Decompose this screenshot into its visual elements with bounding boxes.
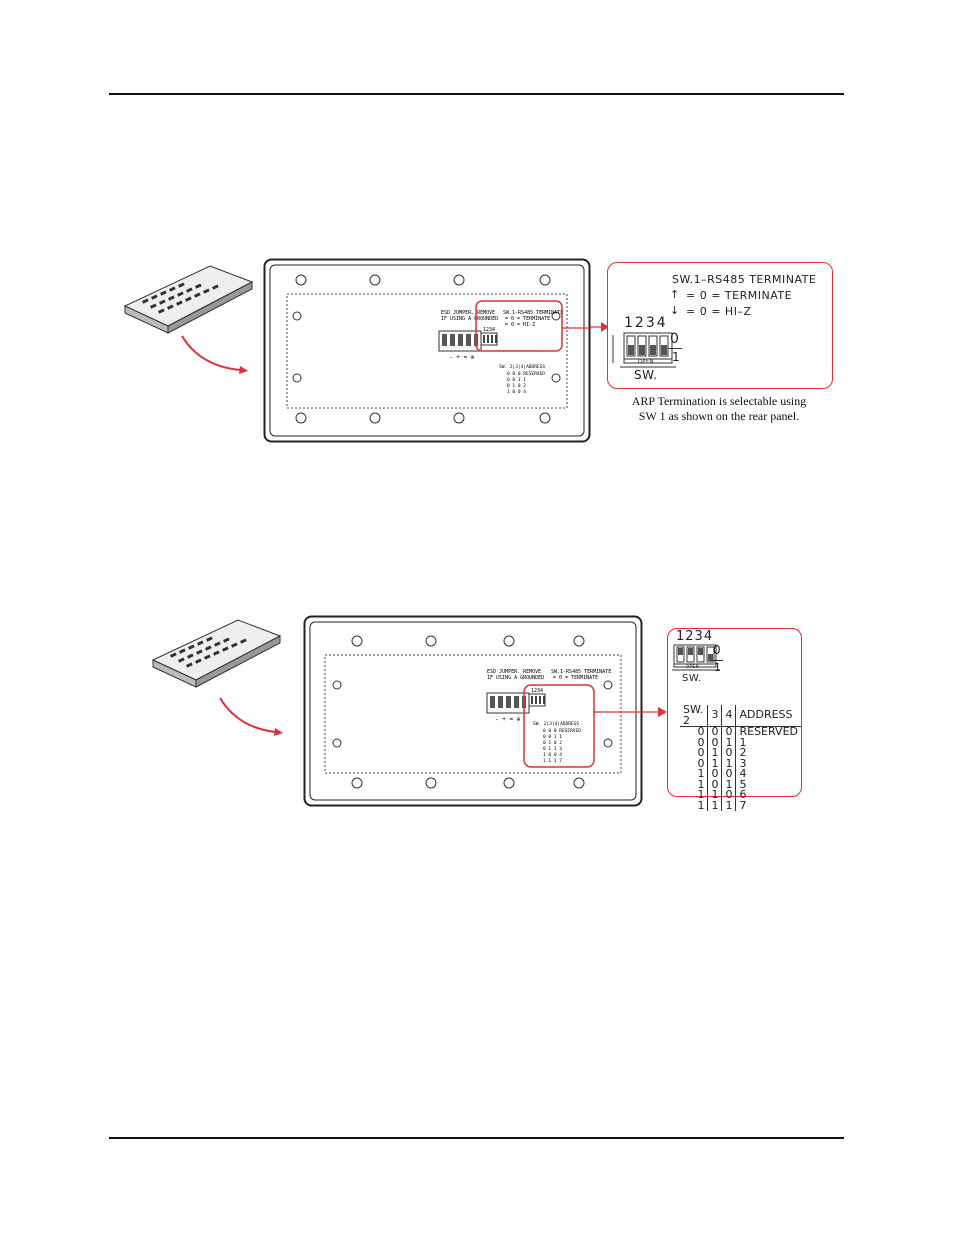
svg-text:= 0 = TERMINATE: = 0 = TERMINATE bbox=[553, 675, 598, 681]
state-0-label: 0 bbox=[713, 643, 722, 657]
rear-panel-1: ESD JUMPER. REMOVE IF USING A GROUNDED S… bbox=[263, 258, 591, 443]
svg-text:SW. 2|3|4|ADDRESS: SW. 2|3|4|ADDRESS bbox=[499, 364, 545, 370]
svg-text:0 0 0 RESERVED: 0 0 0 RESERVED bbox=[507, 371, 545, 377]
table-row: 1 0 1 5 bbox=[680, 779, 801, 790]
svg-text:ESD JUMPER. REMOVE: ESD JUMPER. REMOVE bbox=[487, 669, 541, 675]
header-sw3: 3 bbox=[707, 705, 723, 727]
svg-text:IF USING A GROUNDED: IF USING A GROUNDED bbox=[441, 316, 498, 322]
open-label: OPEN bbox=[638, 359, 654, 365]
svg-text:0 1 0 2: 0 1 0 2 bbox=[543, 740, 562, 746]
switch-label: SW. bbox=[682, 673, 702, 684]
keypad-illustration-1 bbox=[123, 265, 254, 374]
header-rule bbox=[109, 93, 844, 95]
svg-text:0 1 0 2: 0 1 0 2 bbox=[507, 383, 526, 389]
svg-text:1234: 1234 bbox=[531, 688, 543, 694]
open-label: OPEN bbox=[686, 664, 700, 669]
table-row: 1 1 0 6 bbox=[680, 789, 801, 801]
table-row: 0 1 1 3 bbox=[680, 758, 801, 769]
table-row: 0 0 1 1 bbox=[680, 737, 801, 748]
state-1-label: 1 bbox=[672, 350, 681, 364]
switch-numbers: 1234 bbox=[676, 629, 714, 644]
svg-text:SW. 2|3|4|ADDRESS: SW. 2|3|4|ADDRESS bbox=[533, 721, 579, 727]
caption-line-2: SW 1 as shown on the rear panel. bbox=[638, 409, 800, 423]
state-divider bbox=[668, 348, 682, 349]
table-row: 1 0 0 4 bbox=[680, 768, 801, 780]
caption-line-1: ARP Termination is selectable using bbox=[631, 394, 807, 408]
svg-text:0 0 0 RESERVED: 0 0 0 RESERVED bbox=[543, 728, 581, 734]
svg-text:1 0 0 4: 1 0 0 4 bbox=[507, 389, 526, 395]
table-row: 1 1 1 7 bbox=[680, 800, 801, 811]
svg-text:- + = ⊕: - + = ⊕ bbox=[495, 716, 521, 723]
svg-text:0 0 1 1: 0 0 1 1 bbox=[543, 734, 562, 740]
zoom-arrow-1 bbox=[590, 322, 609, 332]
dip-switch-diagram bbox=[672, 644, 720, 671]
state-0-label: 0 bbox=[670, 331, 680, 347]
svg-text:- + = ⊕: - + = ⊕ bbox=[449, 354, 475, 361]
state-divider bbox=[711, 660, 723, 661]
zoom-detail-termination: SW.1–RS485 TERMINATE ↑ = 0 = TERMINATE ↓… bbox=[607, 262, 833, 389]
table-row: 0 0 0 RESERVED bbox=[680, 726, 801, 738]
address-table-header: SW. 2 3 4 ADDRESS bbox=[680, 704, 801, 727]
svg-text:0 1 1 3: 0 1 1 3 bbox=[543, 746, 562, 752]
state-1-label: 1 bbox=[714, 661, 722, 674]
switch-label: SW. bbox=[634, 368, 658, 382]
footer-rule bbox=[109, 1137, 844, 1139]
address-table: SW. 2 3 4 ADDRESS 0 0 0 RESERVED 0 0 1 1… bbox=[680, 704, 801, 811]
keypad-illustration-2 bbox=[151, 619, 283, 736]
svg-text:1 0 0 4: 1 0 0 4 bbox=[543, 752, 562, 758]
svg-text:1234: 1234 bbox=[483, 327, 495, 333]
terminate-line: = 0 = TERMINATE bbox=[686, 289, 793, 302]
zoom-detail-address: 1234 OPEN SW. 0 1 SW. 2 3 4 ADDRESS 0 0 … bbox=[667, 628, 802, 811]
termination-caption: ARP Termination is selectable using SW 1… bbox=[607, 394, 831, 424]
svg-text:= 0 = HI-Z: = 0 = HI-Z bbox=[505, 322, 535, 328]
svg-text:0 0 1 1: 0 0 1 1 bbox=[507, 377, 526, 383]
header-address: ADDRESS bbox=[735, 705, 801, 727]
svg-text:IF USING A GROUNDED: IF USING A GROUNDED bbox=[487, 675, 544, 681]
svg-text:ESD JUMPER. REMOVE: ESD JUMPER. REMOVE bbox=[441, 310, 495, 316]
termination-title: SW.1–RS485 TERMINATE bbox=[672, 273, 817, 286]
svg-text:1 1 1 7: 1 1 1 7 bbox=[543, 758, 562, 764]
header-sw2: SW. 2 bbox=[680, 704, 709, 727]
table-row: 0 1 0 2 bbox=[680, 747, 801, 759]
header-sw4: 4 bbox=[721, 705, 737, 727]
up-arrow-icon: ↑ bbox=[670, 288, 680, 301]
dip-switch-diagram bbox=[612, 332, 676, 368]
svg-text:SW.1-RS485 TERMINATE: SW.1-RS485 TERMINATE bbox=[551, 669, 611, 675]
down-arrow-icon: ↓ bbox=[670, 304, 680, 317]
switch-numbers: 1234 bbox=[624, 315, 668, 331]
svg-text:SW.1-RS485 TERMINATE: SW.1-RS485 TERMINATE bbox=[503, 310, 563, 316]
zoom-arrow-2 bbox=[643, 707, 667, 717]
svg-text:= 0 = TERMINATE: = 0 = TERMINATE bbox=[505, 316, 550, 322]
hiz-line: = 0 = HI–Z bbox=[686, 305, 752, 318]
rear-panel-2: ESD JUMPER. REMOVE IF USING A GROUNDED S… bbox=[303, 615, 643, 807]
